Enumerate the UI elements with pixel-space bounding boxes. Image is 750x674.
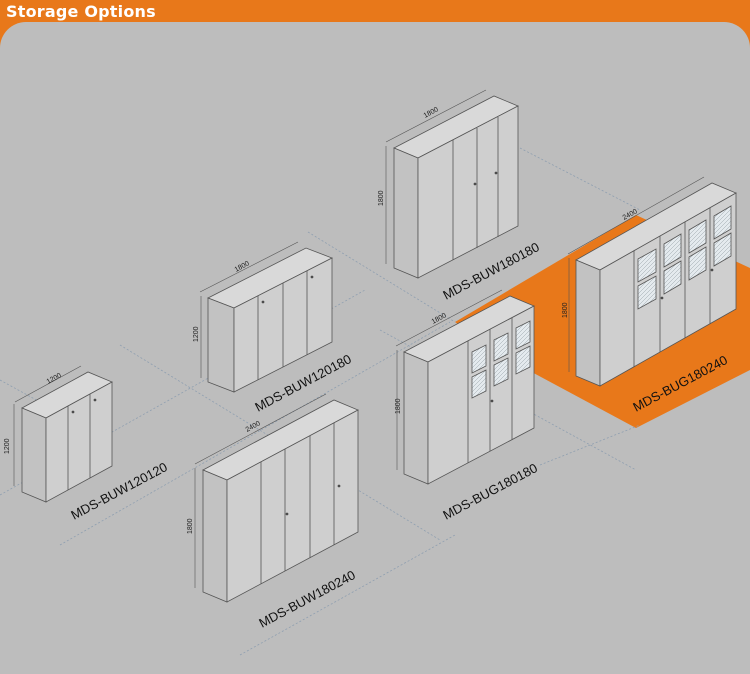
height-dim-MDS-BUW180240: 1800 <box>187 518 194 534</box>
header-bar: Storage Options <box>0 0 750 24</box>
width-dim-MDS-BUG180180: 1800 <box>431 312 448 326</box>
width-dim-MDS-BUW180180: 1800 <box>423 106 440 120</box>
height-dim-MDS-BUW120120: 1200 <box>4 438 11 454</box>
width-dim-MDS-BUW120120: 1200 <box>46 372 63 386</box>
height-dim-MDS-BUW120180: 1200 <box>193 326 200 342</box>
cabinet-MDS-BUW120180 <box>207 247 333 393</box>
cabinet-MDS-BUW180240 <box>202 399 359 603</box>
storage-diagram-panel: 1200 1200 MDS-BUW120120 1800 1200 MDS-BU… <box>0 22 750 674</box>
storage-diagram: 1200 1200 MDS-BUW120120 1800 1200 MDS-BU… <box>0 89 750 656</box>
cabinet-MDS-BUG180240 <box>575 182 737 387</box>
cabinet-MDS-BUW180180 <box>393 95 519 279</box>
glass-panels-MDS-BUG180240 <box>637 205 732 310</box>
width-dim-MDS-BUW120180: 1800 <box>234 260 251 274</box>
height-dim-MDS-BUW180180: 1800 <box>378 190 385 206</box>
cabinet-MDS-BUG180180 <box>403 295 535 485</box>
height-dim-MDS-BUG180240: 1800 <box>562 302 569 318</box>
page-title: Storage Options <box>6 2 156 21</box>
glass-panels-MDS-BUG180180 <box>471 320 531 399</box>
height-dim-MDS-BUG180180: 1800 <box>395 398 402 414</box>
cabinet-MDS-BUW120120 <box>21 371 113 503</box>
